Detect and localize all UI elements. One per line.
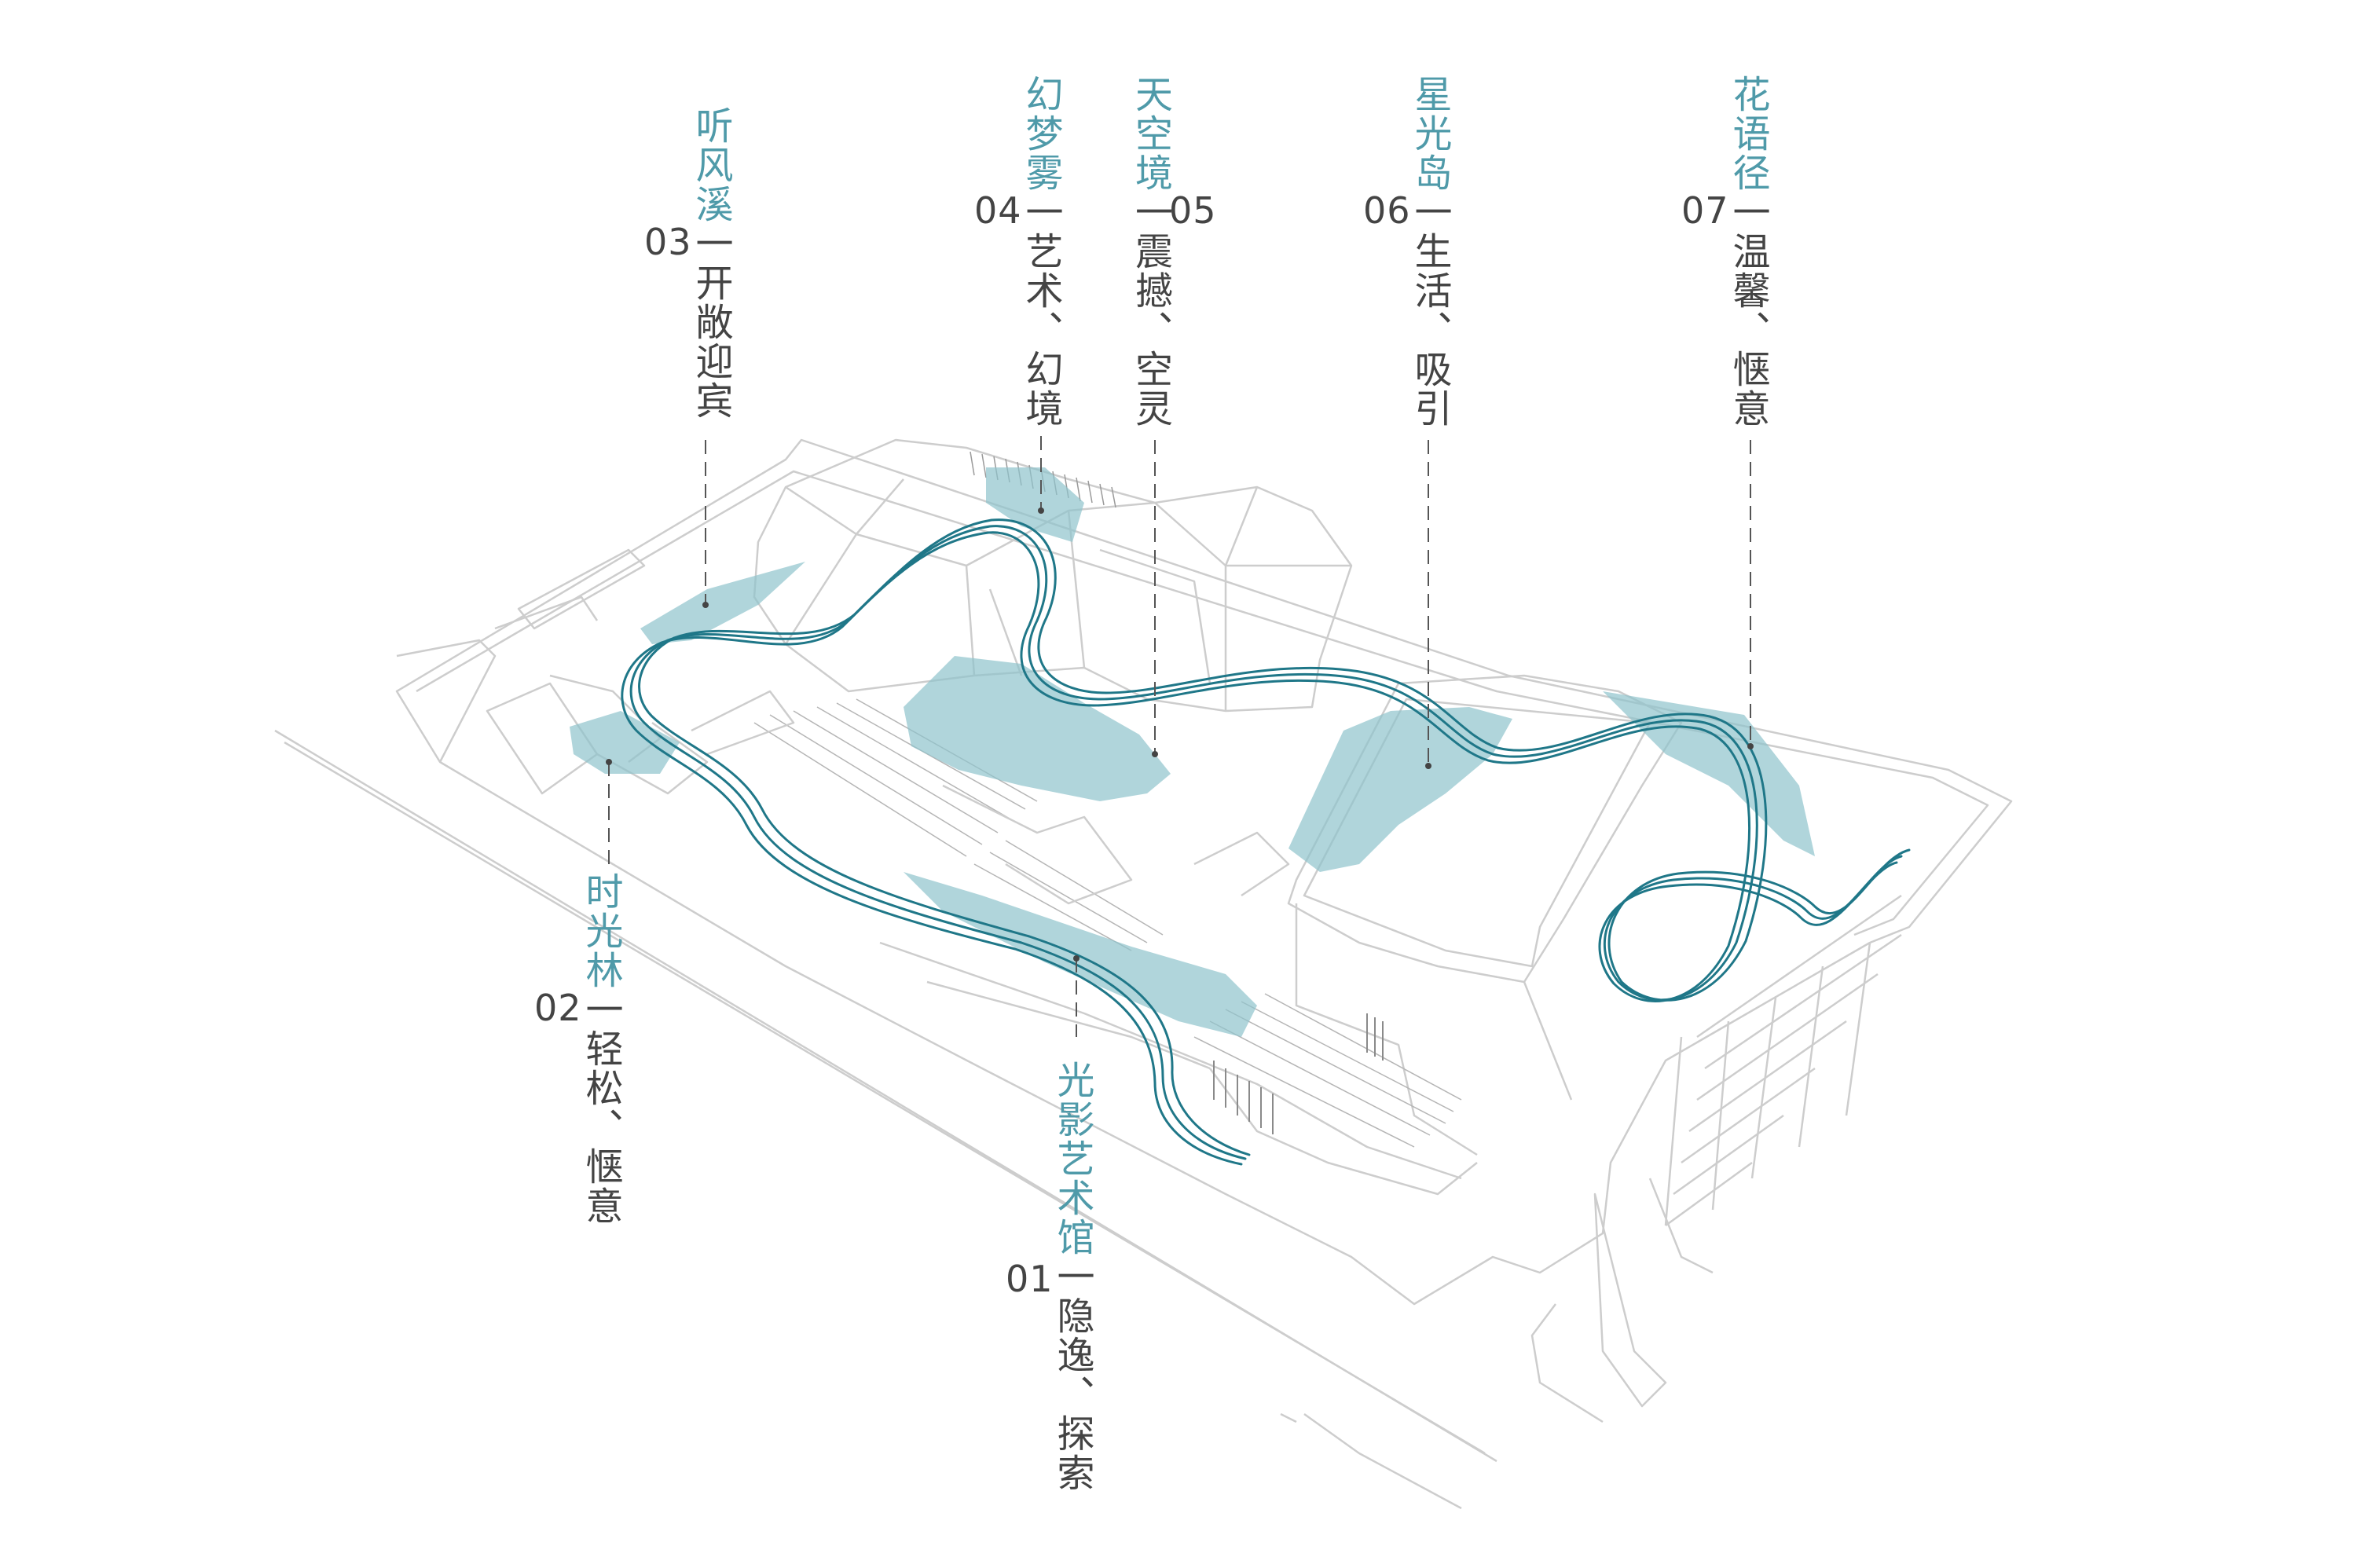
zone-label-07: 07 花语径 一温馨、惬意	[1681, 75, 1770, 428]
ribbon-strand	[638, 518, 1911, 1156]
zone-label-06: 06 星光岛 一生活、吸引	[1363, 75, 1452, 428]
zone-label-05: 天空境 一震撼、空灵 05	[1128, 75, 1217, 428]
left-building	[1193, 831, 1290, 897]
leader-dot-04	[1038, 507, 1044, 514]
leader-dot-05	[1152, 751, 1158, 757]
ribbon-path	[621, 518, 1911, 1166]
left-building	[691, 690, 795, 756]
left-building	[517, 548, 646, 630]
zone-description: 一生活、吸引	[1407, 192, 1452, 428]
right-block-inner	[1303, 698, 1651, 968]
zone-description: 一轻松、惬意	[578, 990, 623, 1225]
zone-label-04: 04 幻梦雾 一艺术、幻境	[974, 75, 1063, 428]
left-building	[942, 784, 1133, 905]
zone-number: 05	[1169, 189, 1217, 232]
leader-dot-01	[1073, 955, 1080, 962]
zone-title: 星光岛	[1407, 75, 1452, 192]
leader-dot-02	[606, 759, 612, 765]
zone-title: 听风溪	[688, 106, 733, 224]
entry-block	[396, 639, 497, 763]
right-block-facade	[1295, 903, 1573, 1156]
zone-description: 一开敞迎宾	[688, 224, 733, 420]
zone-title: 时光林	[578, 872, 623, 990]
museum-facet	[988, 548, 1211, 684]
road-line	[1303, 1412, 1462, 1510]
facade-fins	[1213, 1013, 1384, 1134]
zone-label-02: 02 时光林 一轻松、惬意	[534, 872, 623, 1225]
zone-title: 花语径	[1725, 75, 1770, 192]
zone-label-01: 01 光影艺术馆 一隐逸、探索	[1006, 1061, 1094, 1493]
zone-number: 01	[1006, 1258, 1054, 1300]
site-boundary	[395, 438, 2013, 1306]
zone-description: 一温馨、惬意	[1725, 192, 1770, 428]
leader-dot-06	[1425, 763, 1431, 769]
zone-fill-01	[904, 872, 1257, 1037]
zone-fill-05	[904, 656, 1171, 801]
zone-number: 06	[1363, 189, 1411, 232]
zone-fill-04	[986, 467, 1084, 542]
leader-dots	[606, 507, 1754, 962]
leader-dot-07	[1747, 743, 1754, 749]
museum-building	[753, 438, 1353, 713]
road-line	[1280, 1412, 1297, 1423]
zone-fill-02	[570, 711, 680, 774]
zone-number: 07	[1681, 189, 1729, 232]
entry-block	[494, 595, 599, 630]
leader-dot-03	[702, 602, 709, 608]
zone-title: 光影艺术馆	[1050, 1061, 1094, 1257]
road-line	[1530, 1303, 1604, 1423]
zone-title: 幻梦雾	[1018, 75, 1063, 192]
site-boundary-inner	[416, 470, 1989, 936]
corridor-edge	[926, 980, 1211, 1070]
zone-fill-03	[640, 562, 805, 644]
zone-fill-07	[1603, 691, 1815, 856]
zone-number: 03	[644, 221, 692, 263]
ribbon-strand	[629, 525, 1903, 1160]
museum-facet	[965, 486, 1351, 711]
zone-description: 一隐逸、探索	[1050, 1257, 1094, 1493]
corridor-hatch	[753, 698, 1462, 1148]
zone-title: 天空境	[1128, 75, 1172, 192]
zone-number: 02	[534, 987, 582, 1029]
zone-number: 04	[974, 189, 1022, 232]
road-line	[284, 741, 1486, 1455]
zone-label-03: 03 听风溪 一开敞迎宾	[644, 106, 733, 420]
corridor-edge	[879, 941, 1462, 1180]
zone-fill-06	[1288, 707, 1512, 872]
leader-lines	[608, 436, 1751, 1037]
zone-description: 一震撼、空灵	[1128, 192, 1172, 428]
zone-description: 一艺术、幻境	[1018, 192, 1063, 428]
zone-fills	[570, 467, 1815, 1037]
parking-lot	[1593, 894, 1902, 1408]
ribbon-strand	[621, 531, 1898, 1166]
